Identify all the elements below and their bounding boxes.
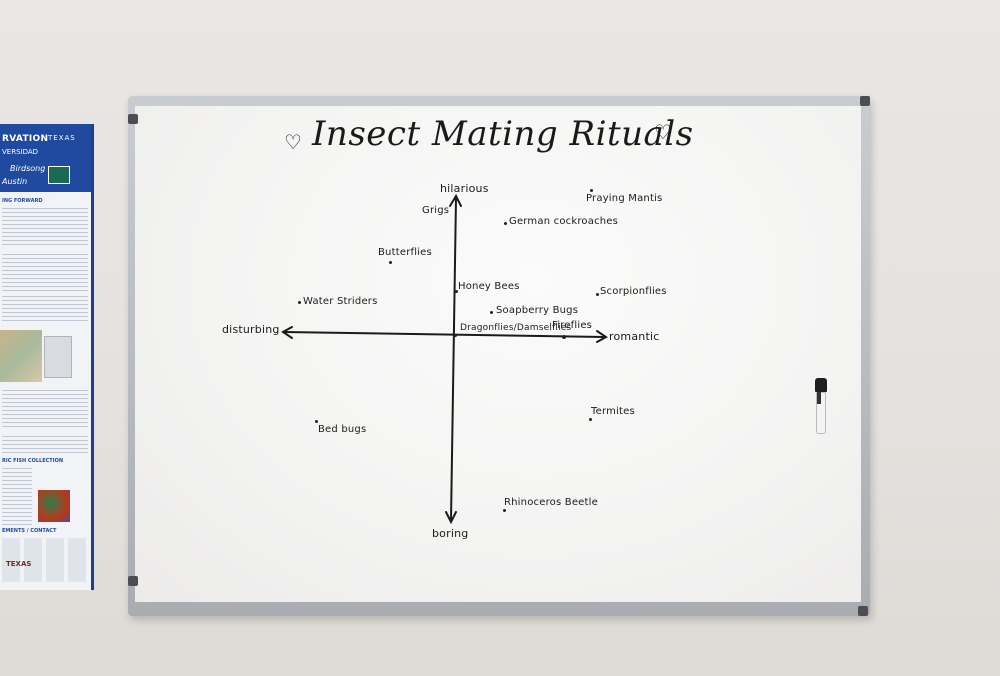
point-marker: [389, 261, 392, 264]
point-marker: [298, 301, 301, 304]
insect-label: Grigs: [422, 205, 450, 216]
poster-line1: Birdsong: [10, 164, 46, 173]
poster-line2: Austin: [2, 177, 28, 186]
poster-section-heading: EMENTS / CONTACT: [2, 528, 57, 534]
marker-body: [816, 392, 826, 434]
point-marker: [315, 420, 318, 423]
board-title: Insect Mating Rituals: [312, 114, 694, 154]
point-marker: [454, 334, 457, 337]
bottom-arrow-head: [445, 511, 457, 525]
point-marker: [590, 189, 593, 192]
poster-logo: TEXAS: [48, 134, 76, 142]
axis-label-right: romantic: [609, 330, 660, 343]
poster-photo: [38, 490, 70, 522]
poster-text-block: [2, 468, 32, 528]
whiteboard-surface: [135, 106, 861, 602]
insect-label: Bed bugs: [318, 424, 367, 435]
whiteboard-marker: [815, 378, 827, 434]
insect-label: Fireflies: [552, 320, 593, 331]
insect-label: Soapberry Bugs: [496, 305, 579, 316]
point-marker: [490, 311, 493, 314]
frame-corner: [860, 96, 870, 106]
poster-section-heading: ING FORWARD: [2, 198, 43, 204]
point-marker: [455, 290, 458, 293]
horizontal-axis-line: [283, 331, 605, 338]
axis-label-top: hilarious: [440, 182, 489, 195]
point-marker: [504, 222, 507, 225]
point-marker: [589, 418, 592, 421]
insect-label: Scorpionflies: [600, 286, 667, 297]
point-marker: [596, 293, 599, 296]
poster-badge-icon: [48, 166, 70, 184]
poster-title: RVATION: [2, 134, 49, 144]
insect-label: German cockroaches: [509, 216, 619, 227]
right-arrow-head: [596, 330, 608, 343]
axis-label-left: disturbing: [222, 323, 280, 336]
point-marker: [562, 335, 566, 339]
left-arrow-head: [281, 326, 293, 339]
insect-label: Termites: [591, 406, 635, 417]
insect-label: Praying Mantis: [586, 193, 663, 204]
poster-header: RVATION VERSIDAD Birdsong Austin TEXAS: [0, 124, 91, 192]
heart-icon: ♡: [284, 130, 302, 154]
marker-label: [817, 392, 821, 404]
frame-corner: [128, 114, 138, 124]
poster-text-block: [2, 208, 88, 248]
insect-label: Honey Bees: [458, 281, 520, 292]
frame-corner: [128, 576, 138, 586]
insect-label: Butterflies: [378, 247, 432, 258]
vertical-axis-line: [450, 197, 457, 521]
poster-map-image: [0, 330, 42, 382]
whiteboard-frame: [128, 96, 870, 616]
axis-label-bottom: boring: [432, 527, 469, 540]
poster-section-heading: RIC FISH COLLECTION: [2, 458, 64, 464]
wall-poster: RVATION VERSIDAD Birdsong Austin TEXAS I…: [0, 124, 94, 590]
poster-text-block: [2, 390, 88, 430]
poster-text-block: [2, 436, 88, 454]
poster-text-block: [2, 254, 88, 294]
insect-label: Rhinoceros Beetle: [504, 497, 598, 508]
heart-icon: ♡: [654, 120, 672, 144]
frame-corner: [858, 606, 868, 616]
poster-footer-logo: TEXAS: [6, 560, 32, 568]
insect-label: Dragonflies/Damselflies: [460, 323, 572, 333]
poster-chart-image: [44, 336, 72, 378]
poster-text-block: [2, 296, 88, 324]
top-arrow-head: [449, 193, 462, 207]
point-marker: [503, 509, 506, 512]
insect-label: Water Striders: [303, 296, 378, 307]
poster-subtitle: VERSIDAD: [2, 148, 39, 156]
marker-cap: [815, 378, 827, 392]
poster-sponsor-logos: [2, 538, 88, 582]
